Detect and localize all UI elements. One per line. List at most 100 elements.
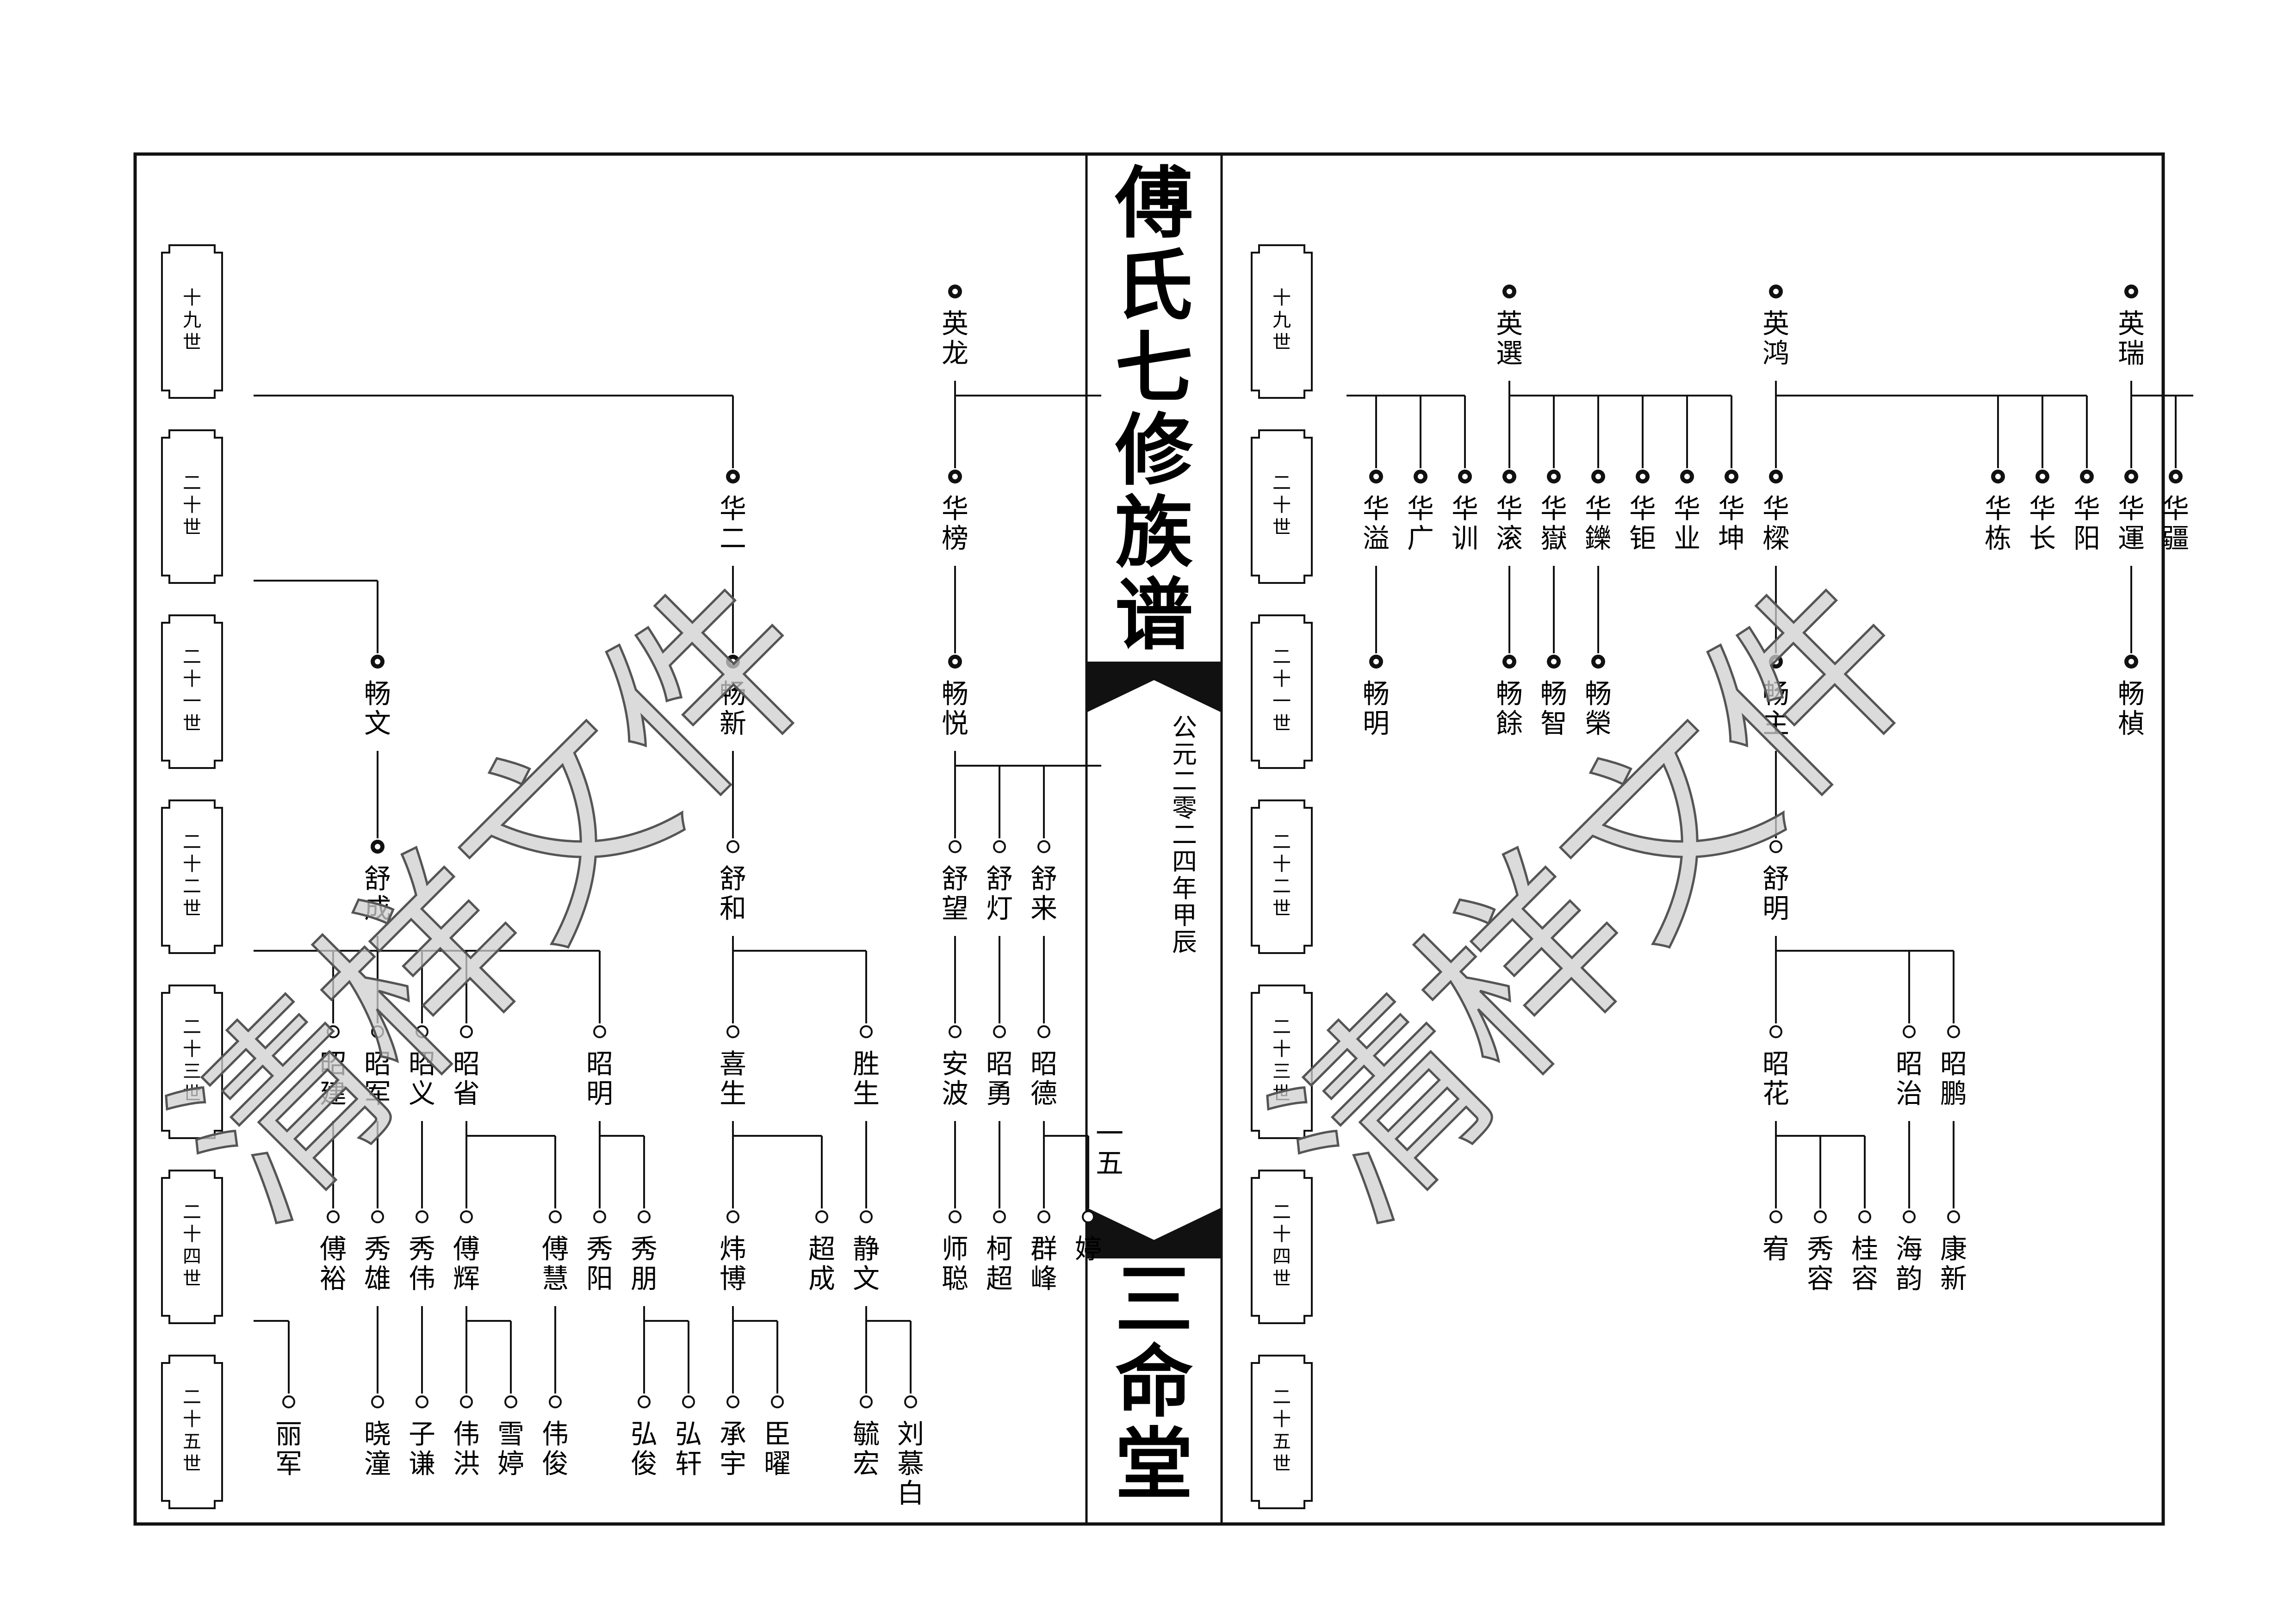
- person-entry: 畅智: [1540, 655, 1567, 739]
- person-name: 秀朋: [631, 1233, 658, 1294]
- person-name-char: 炜: [720, 1233, 746, 1264]
- node-marker: [1947, 1025, 1960, 1038]
- person-entry: 华训: [1452, 470, 1478, 554]
- person-name-char: 华: [2118, 493, 2145, 524]
- node-marker: [593, 1025, 606, 1038]
- person-entry: 秀雄: [364, 1210, 391, 1294]
- person-name: 华榜: [942, 493, 968, 554]
- person-name: 华運: [2118, 493, 2145, 554]
- node-marker-center: [1507, 659, 1512, 664]
- generation-label-char: 十: [183, 495, 201, 516]
- person-name-char: 舒: [720, 863, 746, 894]
- person-entry: 桂容: [1851, 1210, 1878, 1294]
- generation-label-char: 二: [183, 1387, 201, 1408]
- person-entry: 华榜: [942, 470, 968, 554]
- person-entry: 安波: [942, 1025, 968, 1109]
- person-name-char: 英: [1496, 308, 1523, 339]
- generation-label-char: 世: [183, 332, 201, 353]
- person-entry: 华運: [2118, 470, 2145, 554]
- person-name-char: 弘: [675, 1418, 702, 1450]
- person-name-char: 来: [1030, 892, 1057, 924]
- node-marker-center: [2084, 474, 2090, 479]
- node-marker-center: [1729, 474, 1734, 479]
- generation-label-char: 世: [183, 898, 201, 919]
- person-entry: 昭义: [409, 1025, 435, 1109]
- person-name-char: 聪: [942, 1263, 968, 1294]
- person-name: 昭花: [1762, 1048, 1789, 1109]
- node-marker: [1769, 1025, 1782, 1038]
- person-entry: 傅辉: [453, 1210, 480, 1294]
- person-name: 畅悦: [942, 678, 968, 739]
- person-name-char: 华: [2162, 493, 2189, 524]
- publication-date-text-char: 二: [1172, 820, 1197, 849]
- person-name-char: 新: [720, 707, 746, 739]
- person-name-char: 楨: [2118, 707, 2145, 739]
- person-entry: 婷: [1075, 1210, 1102, 1264]
- person-name-char: 昭: [1896, 1048, 1923, 1079]
- node-marker: [1082, 1210, 1095, 1223]
- person-name: 昭义: [409, 1048, 435, 1109]
- node-marker-center: [1418, 474, 1423, 479]
- generation-label-char: 世: [1272, 713, 1291, 734]
- person-name: 华广: [1407, 493, 1434, 554]
- hall-name-text-char: 三: [1115, 1254, 1193, 1345]
- person-name-char: 栋: [1985, 522, 2011, 554]
- person-entry: 伟俊: [542, 1395, 569, 1479]
- person-name-char: 师: [942, 1233, 968, 1264]
- node-marker: [549, 1210, 562, 1223]
- person-name-char: 华: [1540, 493, 1567, 524]
- person-name-char: 华: [1718, 493, 1745, 524]
- person-name: 昭明: [586, 1048, 613, 1109]
- person-name-char: 灯: [986, 892, 1013, 924]
- person-entry: 畅悦: [942, 655, 968, 739]
- generation-label-char: 九: [183, 310, 201, 331]
- generation-label-char: 十: [1272, 854, 1291, 875]
- node-marker: [1037, 840, 1050, 853]
- person-name-char: 华: [1629, 493, 1656, 524]
- person-name: 超成: [808, 1233, 835, 1294]
- person-entry: 华坤: [1718, 470, 1745, 554]
- person-name-char: 鑠: [1585, 522, 1612, 554]
- hall-name-text: 三命堂: [1115, 1254, 1193, 1510]
- person-entry: 海韵: [1896, 1210, 1923, 1294]
- person-name-char: 智: [1540, 707, 1567, 739]
- person-name: 畅新: [720, 678, 746, 739]
- person-name-char: 昭: [986, 1048, 1013, 1079]
- person-name-char: 伟: [542, 1418, 569, 1450]
- person-name-char: 雪: [497, 1418, 524, 1450]
- person-entry: 超成: [808, 1210, 835, 1294]
- person-name-char: 子: [409, 1418, 435, 1450]
- generation-label: 二十世: [183, 472, 201, 538]
- person-name-char: 峰: [1030, 1263, 1057, 1294]
- generation-label-char: 十: [1272, 287, 1291, 309]
- generation-label-char: 二: [183, 1016, 201, 1038]
- person-name-char: 昭: [1762, 1048, 1789, 1079]
- person-entry: 宥: [1762, 1210, 1789, 1264]
- generation-label: 十九世: [183, 287, 201, 353]
- publication-date-text-char: 元: [1172, 740, 1197, 769]
- node-marker-center: [1595, 659, 1601, 664]
- generation-label-char: 世: [183, 1268, 201, 1289]
- page-number-text-char: 一: [1096, 1118, 1123, 1150]
- generation-label: 二十世: [1272, 472, 1291, 538]
- person-name-char: 英: [1762, 308, 1789, 339]
- node-marker-center: [1995, 474, 2001, 479]
- person-name-char: 舒: [1762, 863, 1789, 894]
- node-marker: [726, 840, 739, 853]
- person-name-char: 治: [1896, 1078, 1923, 1109]
- person-name-char: 舒: [1030, 863, 1057, 894]
- person-entry: 昭勇: [986, 1025, 1013, 1109]
- person-name-char: 秀: [631, 1233, 658, 1264]
- person-name-char: 省: [453, 1078, 480, 1109]
- person-name: 傅裕: [320, 1233, 347, 1294]
- node-marker-center: [1773, 659, 1779, 664]
- person-name-char: 华: [2029, 493, 2056, 524]
- person-entry: 英選: [1496, 285, 1523, 369]
- generation-label-char: 二: [183, 646, 201, 668]
- person-name-char: 花: [1762, 1078, 1789, 1109]
- node-marker-center: [1373, 659, 1379, 664]
- person-entry: 华栋: [1985, 470, 2011, 554]
